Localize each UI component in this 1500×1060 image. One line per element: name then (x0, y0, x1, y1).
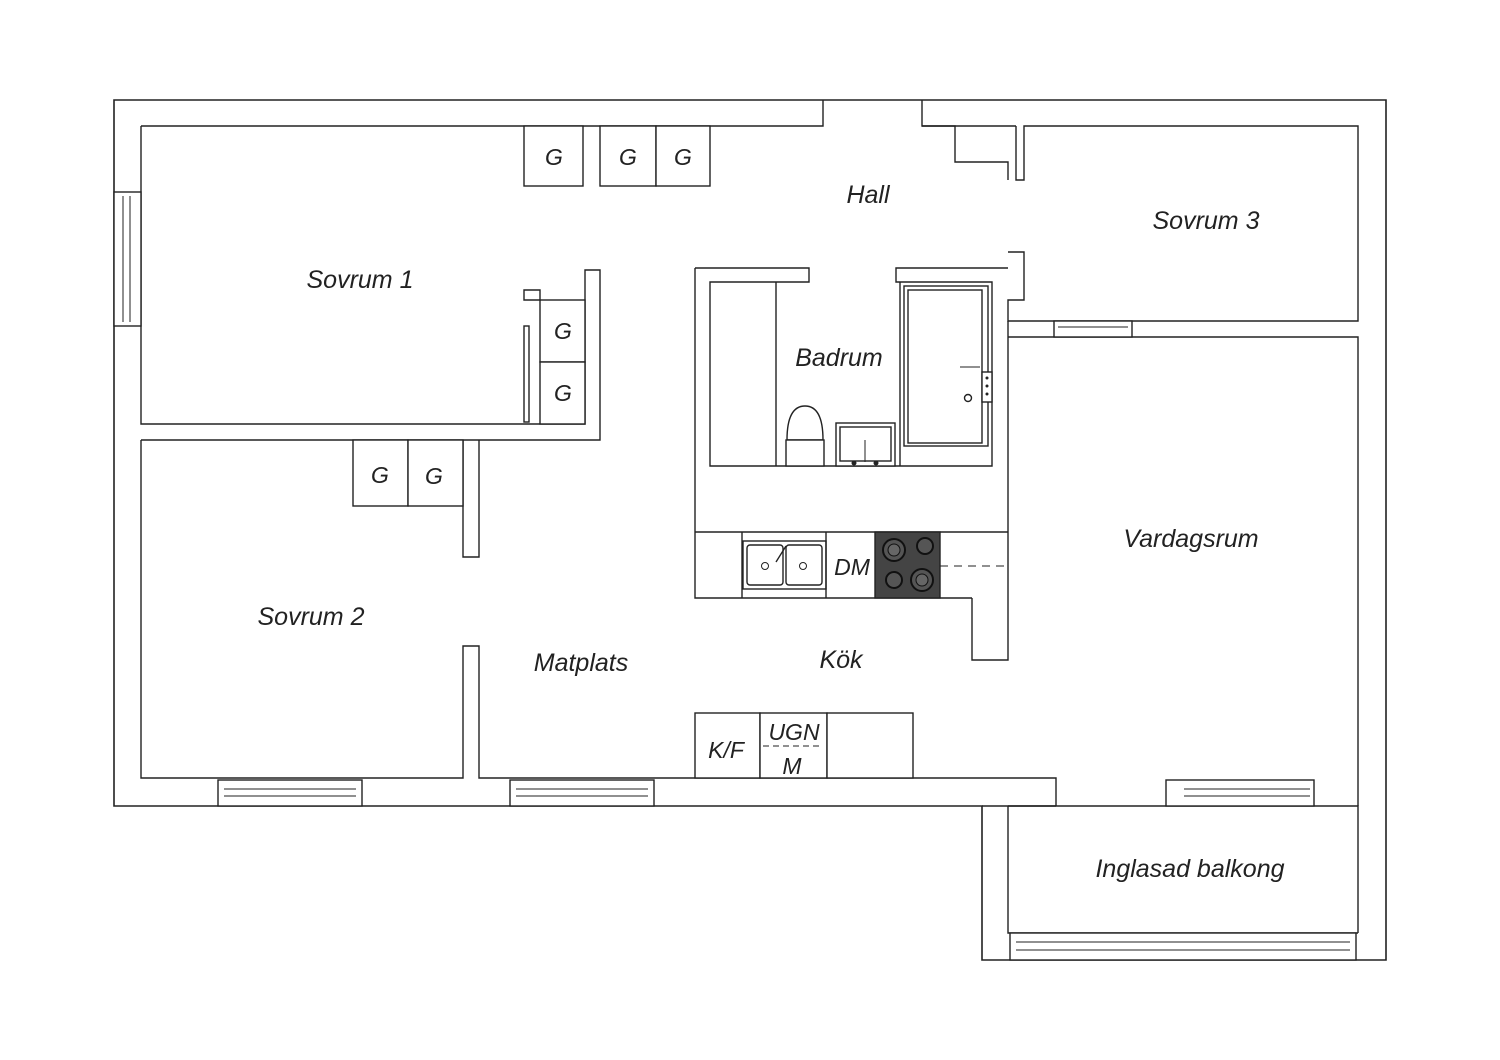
bathroom-fixtures (775, 282, 993, 467)
window-sovrum2 (217, 779, 363, 807)
toilet-icon (785, 405, 825, 467)
wardrobe-label: G (619, 144, 637, 170)
fixture-labels: G G G G G G G DM K/F UGN M (371, 144, 871, 779)
wardrobe-label: G (371, 462, 389, 488)
outer-walls (113, 99, 1387, 961)
wardrobe-label: G (545, 144, 563, 170)
windows (113, 191, 1357, 961)
microwave-label: M (782, 753, 802, 779)
wardrobe-label: G (554, 380, 572, 406)
window-matplats (509, 779, 655, 807)
door-panel (523, 325, 530, 423)
window-balkong (1009, 932, 1357, 961)
label-matplats: Matplats (534, 649, 628, 677)
label-kok: Kök (819, 646, 864, 674)
window-sovrum1 (113, 191, 142, 327)
stove-icon (874, 531, 941, 599)
wardrobe-label: G (674, 144, 692, 170)
room-labels: Sovrum 1 Sovrum 2 Sovrum 3 Hall Badrum V… (258, 181, 1285, 883)
label-hall: Hall (846, 181, 891, 209)
wardrobe-label: G (425, 463, 443, 489)
dishwasher-label: DM (834, 554, 871, 580)
wardrobes (352, 125, 711, 507)
shower-icon (903, 285, 993, 447)
wardrobe-label: G (554, 318, 572, 344)
window-vardagsrum (1165, 779, 1315, 807)
label-vardagsrum: Vardagsrum (1123, 525, 1258, 553)
sink-icon (835, 422, 896, 467)
fridge-freezer-label: K/F (708, 737, 746, 763)
label-balkong: Inglasad balkong (1095, 855, 1284, 883)
kitchen-fixtures (694, 531, 1008, 779)
label-sovrum1: Sovrum 1 (307, 266, 414, 294)
label-sovrum2: Sovrum 2 (258, 603, 365, 631)
kitchen-sink-icon (742, 540, 827, 590)
oven-label: UGN (768, 719, 820, 745)
window-sovrum3 (1053, 320, 1133, 338)
label-sovrum3: Sovrum 3 (1153, 207, 1260, 235)
label-badrum: Badrum (795, 344, 883, 372)
